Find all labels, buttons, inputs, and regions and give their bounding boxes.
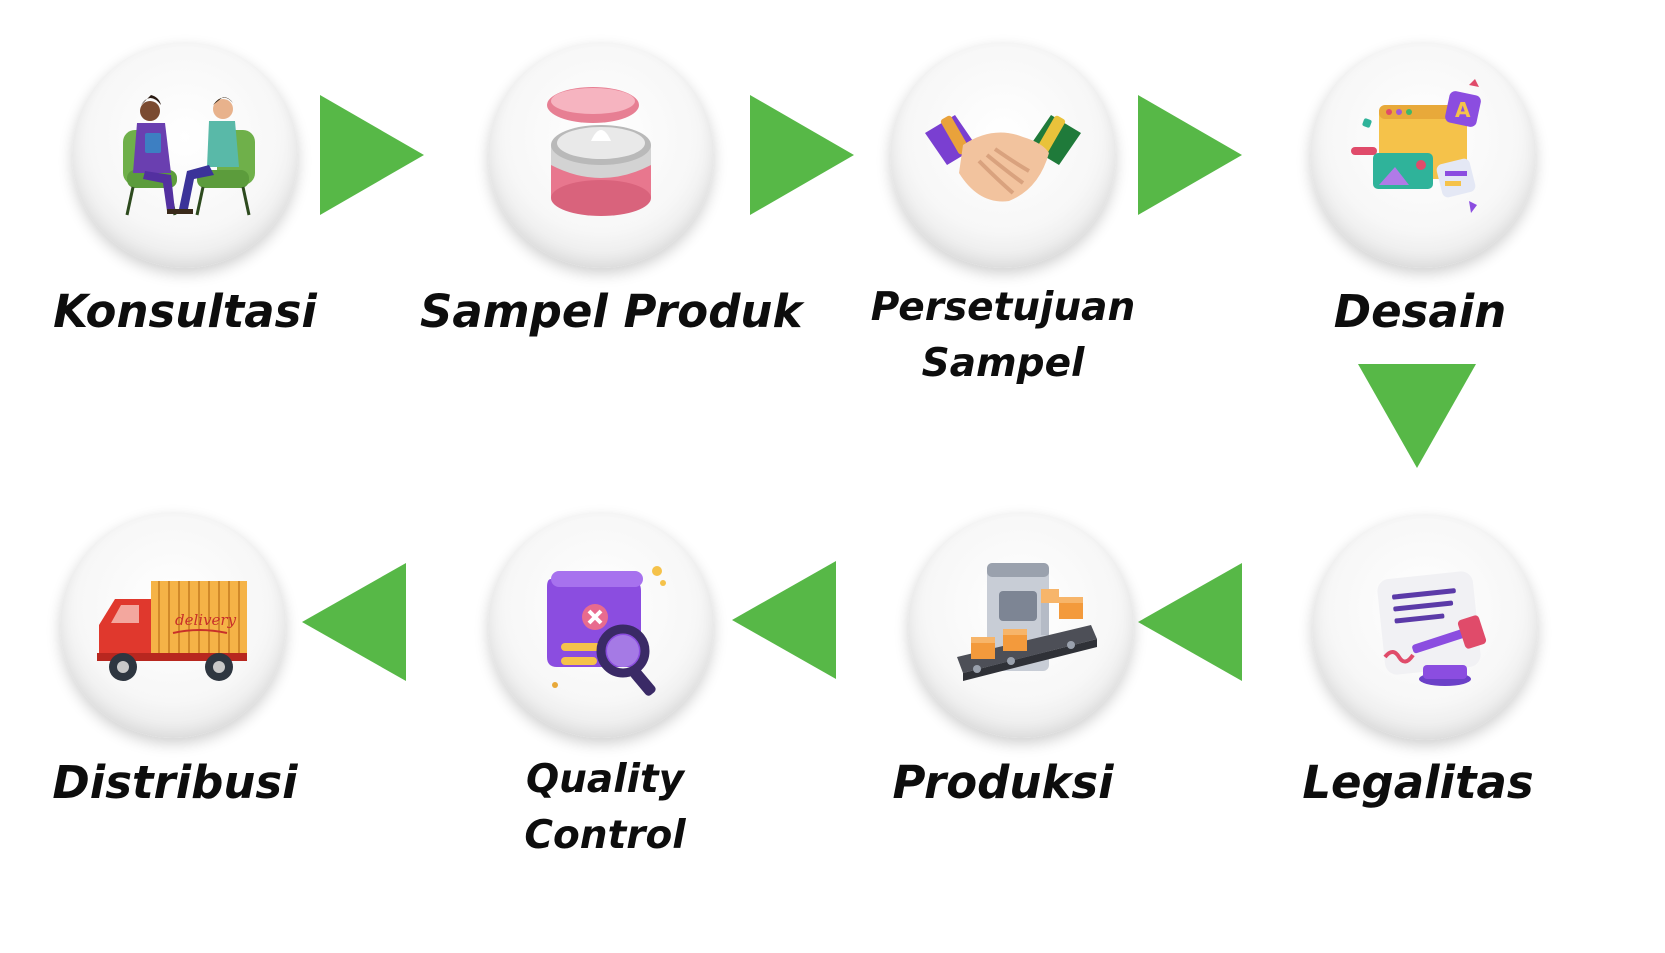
step-konsultasi-bubble	[72, 42, 298, 268]
design-icon: A	[1351, 79, 1481, 213]
handshake-icon	[925, 115, 1081, 202]
step-label-control: Control	[524, 813, 686, 858]
svg-text:A: A	[1455, 98, 1471, 122]
step-label-desain: Desain	[1333, 285, 1507, 338]
step-legalitas-bubble	[1312, 514, 1538, 740]
arrow-right-icon	[750, 95, 854, 215]
quality-magnifier-icon	[547, 566, 666, 696]
step-label-quality: Quality	[525, 757, 685, 802]
step-label-distribusi: Distribusi	[52, 756, 298, 809]
step-label-produksi: Produksi	[892, 756, 1114, 809]
arrow-left-icon	[732, 561, 836, 679]
step-sampel-produk-bubble	[488, 42, 714, 268]
step-quality-control-bubble	[488, 512, 714, 738]
step-label-persetujuan: Persetujuan	[870, 285, 1136, 330]
step-label-konsultasi: Konsultasi	[53, 285, 317, 338]
step-desain-bubble: A	[1310, 42, 1536, 268]
cream-jar-icon	[547, 87, 651, 216]
step-persetujuan-sampel-bubble	[890, 42, 1116, 268]
gavel-document-icon	[1377, 571, 1487, 686]
arrow-left-icon	[1138, 563, 1242, 681]
consultation-icon	[123, 95, 255, 216]
arrow-down-icon	[1358, 364, 1476, 468]
conveyor-factory-icon	[957, 563, 1097, 681]
step-produksi-bubble	[908, 512, 1134, 738]
delivery-truck-icon: delivery	[97, 581, 247, 681]
step-distribusi-bubble: delivery	[60, 512, 286, 738]
step-label-sampel: Sampel	[921, 341, 1085, 386]
step-label-sampel-produk: Sampel Produk	[420, 285, 803, 338]
arrow-left-icon	[302, 563, 406, 681]
arrow-right-icon	[320, 95, 424, 215]
arrow-right-icon	[1138, 95, 1242, 215]
step-label-legalitas: Legalitas	[1302, 756, 1534, 809]
truck-delivery-text: delivery	[175, 611, 237, 629]
